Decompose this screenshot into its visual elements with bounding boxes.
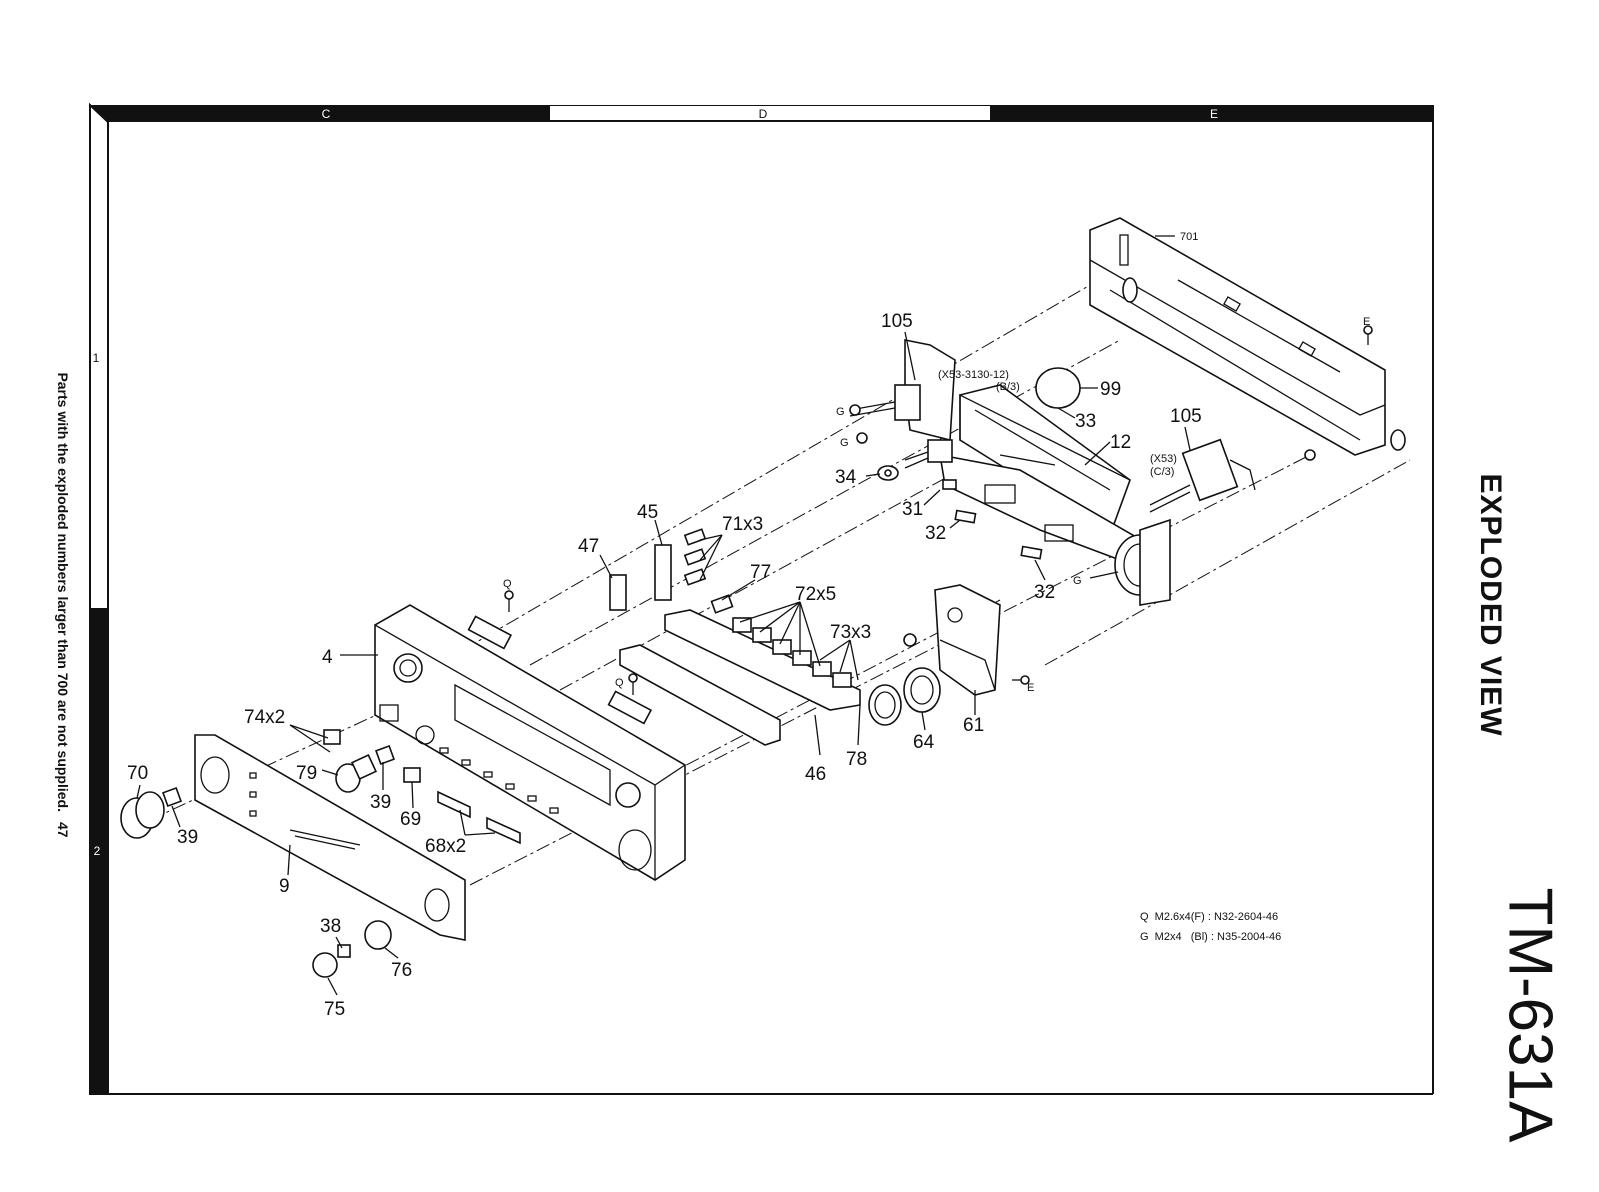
grid-col-c: C — [322, 107, 331, 121]
label-78: 78 — [846, 749, 867, 770]
label-32b: 32 — [1034, 582, 1055, 603]
leader-lines — [136, 235, 1191, 996]
label-70: 70 — [127, 763, 148, 784]
label-45: 45 — [637, 502, 658, 523]
label-g2: G — [840, 437, 849, 449]
label-9: 9 — [279, 876, 290, 897]
label-77: 77 — [750, 562, 771, 583]
label-47: 47 — [578, 536, 599, 557]
label-33: 33 — [1075, 411, 1096, 432]
connector-105 — [1089, 438, 1256, 606]
label-99: 99 — [1100, 379, 1121, 400]
label-x53-3130: (X53-3130-12) — [938, 369, 1009, 381]
label-72x5: 72x5 — [795, 584, 836, 605]
label-71x3: 71x3 — [722, 514, 763, 535]
label-73x3: 73x3 — [830, 622, 871, 643]
label-g1: G — [836, 406, 845, 418]
label-46: 46 — [805, 764, 826, 785]
label-e2: E — [1027, 682, 1034, 694]
label-12: 12 — [1110, 432, 1131, 453]
legend-g: G M2x4 (Bl) : N35-2004-46 — [1140, 931, 1281, 943]
page-title: EXPLODED VIEW — [1474, 473, 1507, 737]
label-38: 38 — [320, 916, 341, 937]
label-39a: 39 — [177, 827, 198, 848]
label-g3: G — [1073, 575, 1082, 587]
label-q1: Q — [503, 578, 512, 590]
label-4: 4 — [322, 647, 333, 668]
label-q2: Q — [615, 677, 624, 689]
label-64: 64 — [913, 732, 935, 753]
part-labels: 701 105 E (X53-3130-12) (B/3) 99 33 G G … — [127, 231, 1370, 1020]
label-79: 79 — [296, 763, 317, 784]
model-title: TM-631A — [1495, 887, 1565, 1143]
label-c3: (C/3) — [1150, 466, 1174, 478]
grid-col-d: D — [759, 107, 768, 121]
pot-bracket-105 — [849, 339, 1081, 560]
front-panel-4 — [374, 604, 686, 881]
label-e1: E — [1363, 316, 1370, 328]
label-b3: (B/3) — [996, 381, 1020, 393]
face-plate-9 — [194, 734, 466, 941]
side-note-text: Parts with the exploded numbers larger t… — [55, 372, 71, 812]
screw-legend: Q M2.6x4(F) : N32-2604-46 G M2x4 (Bl) : … — [1140, 911, 1281, 943]
label-39b: 39 — [370, 792, 391, 813]
label-31: 31 — [902, 499, 923, 520]
page-number: 47 — [55, 821, 71, 838]
chassis-701 — [1089, 217, 1406, 461]
label-61: 61 — [963, 715, 984, 736]
screws — [504, 325, 1373, 695]
bracket-61 — [903, 584, 1001, 696]
label-74x2: 74x2 — [244, 707, 285, 728]
legend-q: Q M2.6x4(F) : N32-2604-46 — [1140, 911, 1278, 923]
label-68x2: 68x2 — [425, 836, 466, 857]
label-105a: 105 — [881, 311, 913, 332]
label-75: 75 — [324, 999, 345, 1020]
label-105b: 105 — [1170, 406, 1202, 427]
label-32a: 32 — [925, 523, 946, 544]
knobs — [120, 729, 521, 978]
grid-col-e: E — [1210, 107, 1218, 121]
ring-64 — [903, 667, 941, 713]
label-34: 34 — [835, 467, 857, 488]
label-x53: (X53) — [1150, 453, 1177, 465]
grid-row-1: 1 — [93, 351, 100, 365]
page-frame — [89, 102, 1434, 1095]
grid-row-2: 2 — [94, 844, 101, 858]
label-69: 69 — [400, 809, 421, 830]
switch-boards — [609, 528, 861, 746]
label-701: 701 — [1180, 231, 1198, 243]
side-note: Parts with the exploded numbers larger t… — [55, 372, 71, 837]
display-unit-12 — [939, 384, 1152, 561]
ring-78 — [868, 684, 902, 726]
label-76: 76 — [391, 960, 412, 981]
